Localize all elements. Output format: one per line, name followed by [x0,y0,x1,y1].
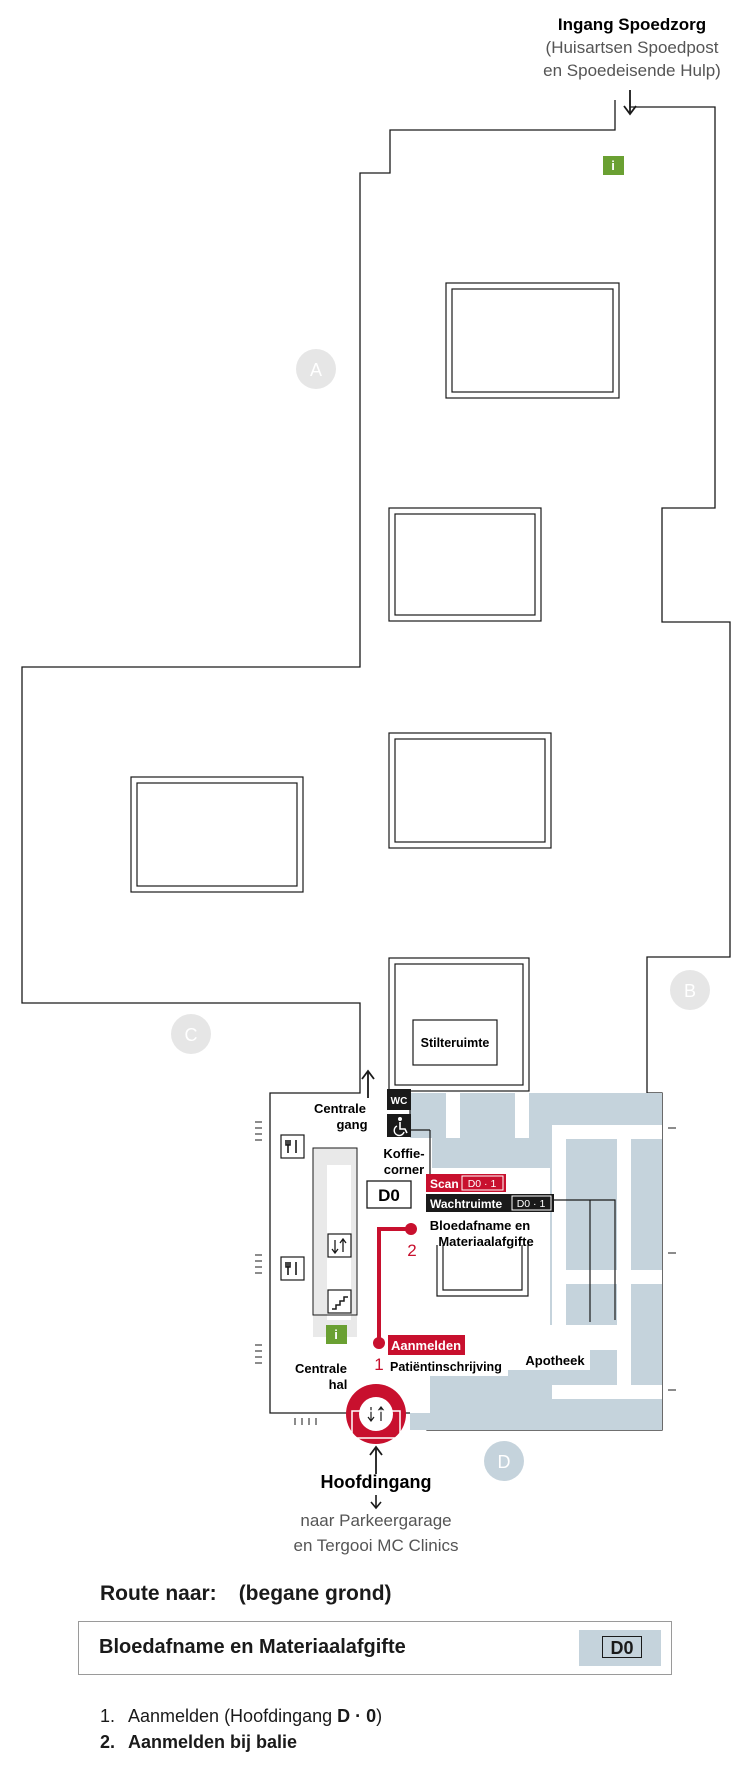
floor-code-marker: D0 [366,1180,412,1209]
aanmelden-tag: Aanmelden [388,1335,465,1355]
svg-text:Centrale: Centrale [295,1361,347,1376]
svg-text:gang: gang [336,1117,367,1132]
route-step: 1.Aanmelden (Hoofdingang D · 0) [100,1706,383,1726]
door-marks [255,1121,676,1425]
route-steps: 1.Aanmelden (Hoofdingang D · 0) 2.Aanmel… [100,1703,382,1755]
stairs-icon [327,1289,352,1314]
svg-text:Koffie-: Koffie- [383,1146,424,1161]
svg-text:Apotheek: Apotheek [525,1353,585,1368]
svg-text:corner: corner [384,1162,424,1177]
svg-text:D0 · 1: D0 · 1 [468,1178,497,1190]
destination-label: Bloedafname en Materiaalafgifte [430,1218,534,1249]
svg-text:en Tergooi MC Clinics: en Tergooi MC Clinics [293,1536,458,1555]
svg-text:(Huisartsen Spoedpost: (Huisartsen Spoedpost [546,38,719,57]
svg-text:Bloedafname en: Bloedafname en [430,1218,530,1233]
restaurant-icon [280,1256,305,1281]
info-icon: i [326,1325,347,1344]
svg-text:hal: hal [329,1377,348,1392]
emergency-entrance: Ingang Spoedzorg (Huisartsen Spoedpost e… [543,15,721,116]
wc-icon: WC [387,1089,411,1110]
svg-text:Centrale: Centrale [314,1101,366,1116]
floor-label: (begane grond) [238,1582,392,1605]
svg-text:Wachtruimte: Wachtruimte [430,1197,503,1211]
wing-a-marker: A [296,349,336,389]
svg-text:Patiëntinschrijving: Patiëntinschrijving [390,1360,502,1374]
main-entrance: Hoofdingang naar Parkeergarage en Tergoo… [293,1445,459,1555]
svg-text:D0 · 1: D0 · 1 [517,1198,546,1210]
svg-text:D: D [498,1452,511,1472]
route-heading: Route naar: (begane grond) [100,1582,392,1606]
route-path: 2 1 [373,1223,417,1374]
apotheek-label: Apotheek [520,1350,590,1370]
courtyards [130,282,620,1092]
patientinschrijving-label: Patiëntinschrijving [388,1357,508,1376]
destination-name: Bloedafname en Materiaalafgifte [99,1636,406,1658]
restaurant-icon [280,1134,305,1159]
svg-text:Materiaalafgifte: Materiaalafgifte [438,1234,533,1249]
destination-code: D0 [602,1636,642,1658]
destination-code-badge: D0 [579,1630,661,1666]
wheelchair-icon [387,1114,411,1137]
svg-text:Scan: Scan [430,1177,459,1191]
route-step: 2.Aanmelden bij balie [100,1732,298,1752]
route-label: Route naar: [100,1582,217,1605]
d-wing-area [410,1093,662,1430]
info-icon: i [603,156,624,175]
svg-text:A: A [310,360,322,380]
elevator-icon [327,1233,352,1258]
stilteruimte-room [412,1019,498,1066]
svg-text:B: B [684,981,696,1001]
svg-text:Ingang Spoedzorg: Ingang Spoedzorg [558,15,706,34]
svg-text:en Spoedeisende Hulp): en Spoedeisende Hulp) [543,61,721,80]
svg-text:Hoofdingang: Hoofdingang [321,1472,432,1492]
svg-text:1: 1 [374,1355,383,1374]
svg-text:naar Parkeergarage: naar Parkeergarage [300,1511,451,1530]
stilteruimte-label: Stilteruimte [421,1036,490,1050]
destination-box: Bloedafname en Materiaalafgifte D0 [78,1621,672,1675]
wing-d-marker: D [484,1441,524,1481]
svg-text:i: i [611,158,615,173]
wing-b-marker: B [670,970,710,1010]
svg-text:Aanmelden: Aanmelden [391,1338,461,1353]
svg-text:i: i [334,1327,338,1342]
svg-text:2: 2 [407,1241,416,1260]
svg-text:C: C [185,1025,198,1045]
svg-text:WC: WC [391,1096,408,1107]
svg-text:D0: D0 [378,1186,400,1205]
main-entrance-door [346,1384,406,1444]
scan-tag: Scan D0 · 1 [426,1174,506,1192]
centrale-gang: Centrale gang [314,1069,375,1132]
floor-map: Stilteruimte [21,15,731,1555]
koffiecorner: Koffie- corner [383,1146,424,1177]
wachtruimte-tag: Wachtruimte D0 · 1 [426,1194,554,1212]
wing-c-marker: C [171,1014,211,1054]
centrale-hal-label: Centrale hal [295,1361,347,1392]
